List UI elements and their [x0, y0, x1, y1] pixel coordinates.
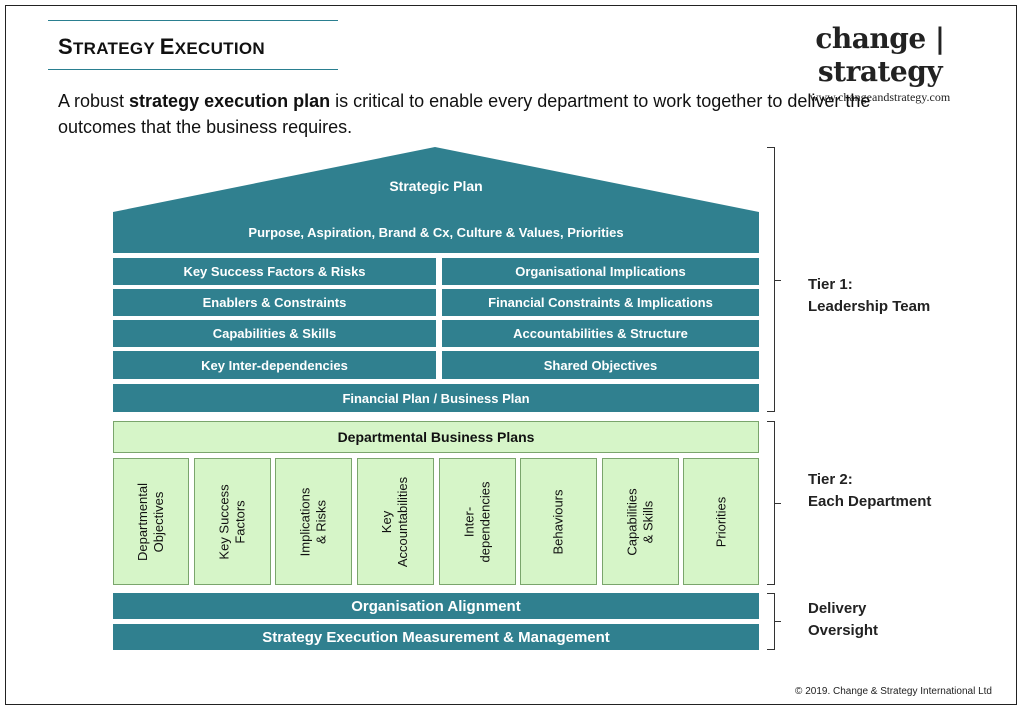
measurement-management-bar: Strategy Execution Measurement & Managem… — [113, 624, 759, 650]
tier2-bracket — [767, 421, 775, 585]
title-rule-top — [48, 20, 338, 21]
roof-title: Strategic Plan — [389, 178, 483, 194]
tier2-column: Behaviours — [520, 458, 597, 585]
tier1-bracket — [767, 147, 775, 412]
intro-text: A robust strategy execution plan is crit… — [58, 91, 871, 137]
tier1-left-item: Key Inter-dependencies — [113, 351, 436, 379]
tier2-column: Implications & Risks — [275, 458, 352, 585]
tier1-left-item: Key Success Factors & Risks — [113, 258, 436, 285]
tier1-right-item: Financial Constraints & Implications — [442, 289, 759, 316]
delivery-bracket-tick — [775, 621, 781, 622]
tier2-column: Inter- dependencies — [439, 458, 516, 585]
slide-frame — [5, 5, 1017, 705]
tier1-bracket-tick — [775, 280, 781, 281]
tier2-column: Key Success Factors — [194, 458, 271, 585]
title-rule-bottom — [48, 69, 338, 70]
logo: change | strategy www.changeandstrategy.… — [760, 22, 1000, 105]
tier1-right-item: Organisational Implications — [442, 258, 759, 285]
logo-name: change | strategy — [815, 22, 945, 88]
tier2-column: Key Accountabilities — [357, 458, 434, 585]
roof-subtitle: Purpose, Aspiration, Brand & Cx, Culture… — [248, 225, 624, 240]
tier2-column: Departmental Objectives — [113, 458, 189, 585]
tier2-bracket-tick — [775, 503, 781, 504]
tier1-right-item: Accountabilities & Structure — [442, 320, 759, 347]
tier1-label: Tier 1:Leadership Team — [808, 276, 931, 315]
logo-url: www.changeandstrategy.com — [809, 90, 951, 104]
tier2-column: Priorities — [683, 458, 759, 585]
page-title: STRATEGY EXECUTION — [58, 34, 265, 59]
tier1-right-item: Shared Objectives — [442, 351, 759, 379]
tier1-left-item: Enablers & Constraints — [113, 289, 436, 316]
organisation-alignment-bar: Organisation Alignment — [113, 593, 759, 619]
delivery-bracket — [767, 593, 775, 650]
departmental-plans-header: Departmental Business Plans — [113, 421, 759, 453]
copyright: © 2019. Change & Strategy International … — [795, 686, 992, 697]
tier2-column: Capabilities & Skills — [602, 458, 679, 585]
tier2-label: Tier 2:Each Department — [808, 471, 932, 510]
tier1-left-item: Capabilities & Skills — [113, 320, 436, 347]
financial-plan-bar: Financial Plan / Business Plan — [113, 384, 759, 412]
